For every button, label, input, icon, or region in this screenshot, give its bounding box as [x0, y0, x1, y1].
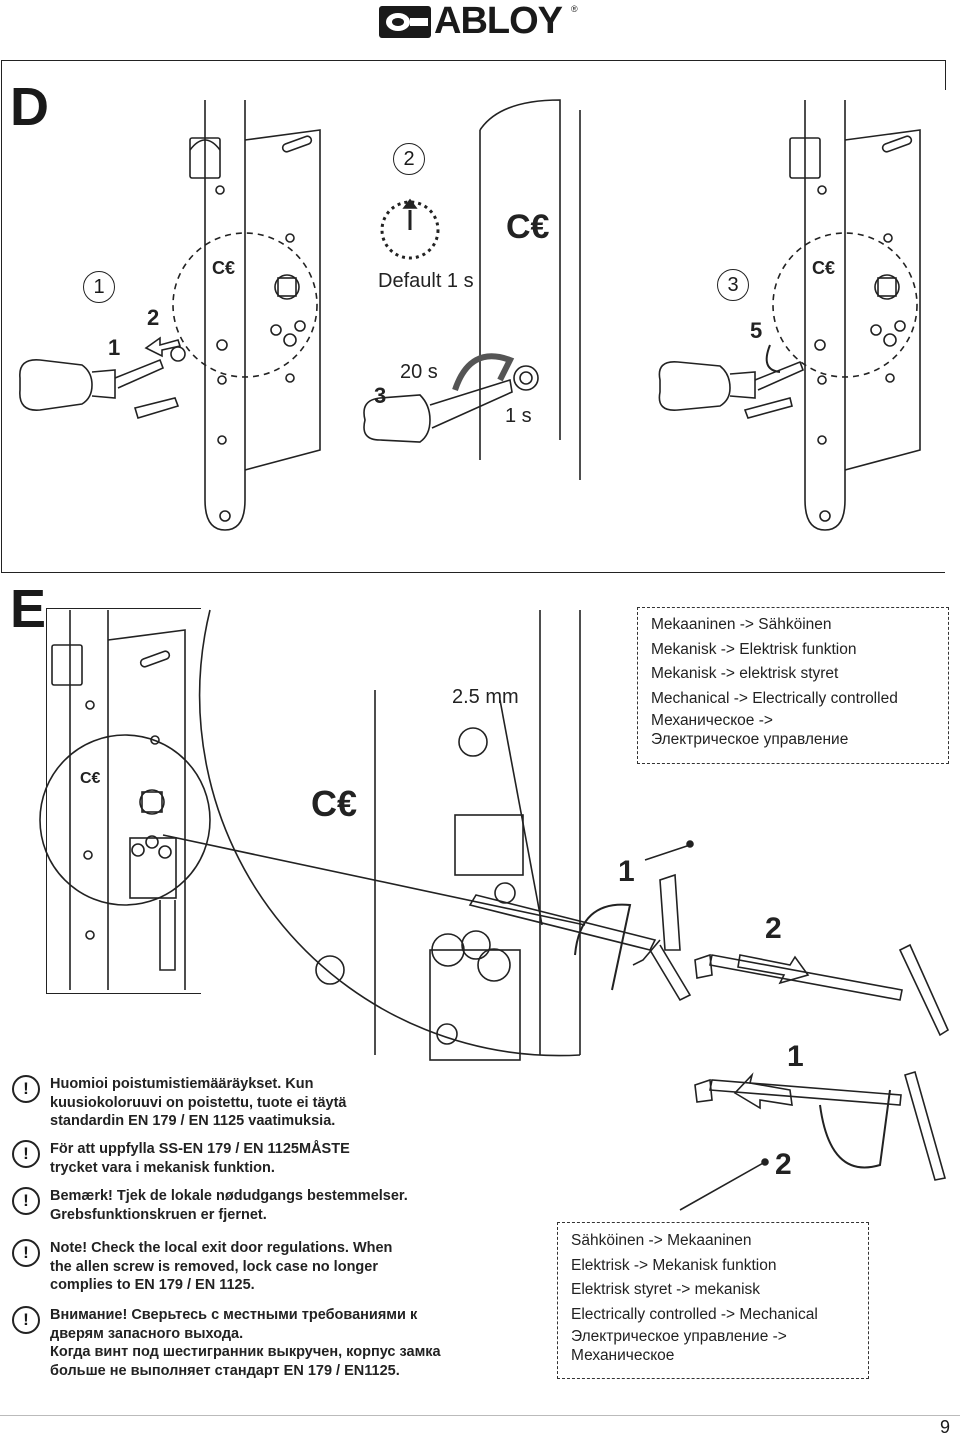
warning-line: Note! Check the local exit door regulati…	[50, 1240, 393, 1256]
warning-icon: !	[12, 1075, 40, 1103]
warning-ru: ! Внимание! Сверьтесь с местными требова…	[12, 1306, 542, 1384]
warning-icon: !	[12, 1239, 40, 1267]
warning-line: the allen screw is removed, lock case no…	[50, 1258, 378, 1275]
abloy-key-icon	[379, 6, 431, 38]
box-line: Elektrisk -> Mekanisk funktion	[571, 1256, 777, 1274]
warning-line: Внимание! Сверьтесь с местными требовани…	[50, 1307, 418, 1323]
page-number: 9	[939, 1417, 950, 1437]
warning-line: standardin EN 179 / EN 1125 vaatimuksia.	[50, 1113, 336, 1129]
label-1: 1	[108, 335, 121, 360]
box-line: Электрическое управление	[651, 731, 849, 748]
callout-line	[644, 844, 691, 861]
section-d-letter: D	[10, 77, 49, 137]
section-e-frame	[1, 572, 945, 573]
info-box-mech-to-elec: Mekaaninen -> Sähköinen Mekanisk -> Elek…	[637, 607, 949, 764]
label-e-1-bottom: 1	[787, 1040, 804, 1073]
arrow-left-icon	[144, 336, 182, 358]
box-line: Sähköinen -> Mekaaninen	[571, 1232, 752, 1249]
default-time: Default 1 s	[378, 270, 474, 292]
warning-sv: ! För att uppfylla SS-EN 179 / EN 1125MÅ…	[12, 1140, 542, 1178]
door-edge-middle	[479, 99, 581, 480]
warning-line: För att uppfylla SS-EN 179 / EN 1125MÅST…	[50, 1141, 350, 1157]
lock-plate-left	[189, 100, 321, 531]
warning-icon: !	[12, 1140, 40, 1168]
label-3: 3	[374, 383, 387, 408]
allen-key-top	[468, 873, 692, 1002]
warning-line: Grebsfunktionskruen er fjernet.	[50, 1206, 267, 1223]
box-line: Mekaaninen -> Sähköinen	[651, 616, 832, 633]
warning-icon: !	[12, 1306, 40, 1334]
label-e-2-bottom: 2	[775, 1148, 792, 1181]
warning-icon: !	[12, 1187, 40, 1215]
box-line: Electrically controlled -> Mechanical	[571, 1305, 818, 1323]
label-e-2-top: 2	[765, 912, 782, 945]
warning-line: trycket vara i mekanisk funktion.	[50, 1159, 275, 1176]
registered-mark: ®	[571, 4, 578, 14]
warning-line: больше не выполняет стандарт EN 179 / EN…	[50, 1362, 400, 1379]
zoom-circle-large	[198, 609, 581, 1061]
screwdriver-step-3	[363, 353, 539, 443]
section-e-bottom-bar	[46, 993, 201, 994]
warning-line: Huomioi poistumistiemääräykset. Kun	[50, 1076, 314, 1092]
allen-key-bottom	[694, 1071, 947, 1181]
screwdriver-step-1	[19, 346, 186, 419]
label-e-1-top: 1	[618, 855, 635, 888]
box-line: Механическое ->	[651, 712, 773, 729]
ce-mark-icon: C€	[80, 770, 101, 787]
zoom-circle-right	[772, 232, 918, 378]
warning-line: дверям запасного выхода.	[50, 1325, 244, 1342]
box-line: Elektrisk styret -> mekanisk	[571, 1281, 761, 1298]
warning-line: kuusiokoloruuvi on poistettu, tuote ei t…	[50, 1094, 347, 1111]
lock-plate-e	[51, 610, 186, 990]
box-line: Mekanisk -> Elektrisk funktion	[651, 640, 857, 658]
box-line: Электрическое управление ->	[571, 1328, 787, 1345]
step-marker-1: 1	[83, 271, 115, 303]
callout-line-bottom	[679, 1161, 766, 1211]
box-line: Mechanical -> Electrically controlled	[651, 689, 898, 707]
label-5: 5	[750, 318, 763, 343]
info-box-elec-to-mech: Sähköinen -> Mekaaninen Elektrisk -> Mek…	[557, 1222, 869, 1379]
zoom-circle-e	[39, 734, 211, 906]
label-2: 2	[147, 305, 160, 330]
zoom-circle-left	[172, 232, 318, 378]
section-e-letter: E	[10, 579, 47, 639]
time-20s: 20 s	[400, 361, 438, 383]
warning-da: ! Bemærk! Tjek de lokale nødudgangs best…	[12, 1187, 542, 1225]
section-e-left-bar	[46, 608, 201, 609]
screwdriver-step-5	[658, 344, 805, 419]
wrench-size: 2.5 mm	[452, 686, 519, 708]
clock-icon	[380, 198, 440, 260]
warning-en: ! Note! Check the local exit door regula…	[12, 1239, 542, 1297]
box-line: Mekanisk -> elektrisk styret	[651, 665, 839, 682]
warning-line: Когда винт под шестигранник выкручен, ко…	[50, 1344, 441, 1360]
brand-name: ABLOY	[434, 0, 563, 42]
section-d-frame	[1, 60, 946, 573]
ce-mark-icon: C€	[311, 783, 358, 824]
warning-line: complies to EN 179 / EN 1125.	[50, 1277, 255, 1293]
section-d-right-border	[945, 60, 946, 90]
ce-mark-icon: C€	[812, 258, 836, 278]
ce-mark-icon: C€	[212, 258, 236, 278]
zoom-line-icon	[162, 834, 586, 926]
allen-key-right	[694, 943, 950, 1037]
ce-mark-icon: C€	[506, 208, 550, 246]
box-line: Механическое	[571, 1347, 675, 1364]
lock-plate-right	[789, 100, 921, 531]
section-e-left-vline	[46, 608, 47, 993]
warning-fi: ! Huomioi poistumistiemääräykset. Kun ku…	[12, 1075, 542, 1133]
abloy-logo: ABLOY ®	[378, 0, 583, 42]
warning-line: Bemærk! Tjek de lokale nødudgangs bestem…	[50, 1188, 408, 1204]
wrench-pointer-line	[499, 699, 543, 926]
step-marker-3: 3	[717, 269, 749, 301]
footer-rule	[0, 1415, 960, 1416]
time-1s: 1 s	[505, 405, 532, 427]
step-marker-2: 2	[393, 143, 425, 175]
